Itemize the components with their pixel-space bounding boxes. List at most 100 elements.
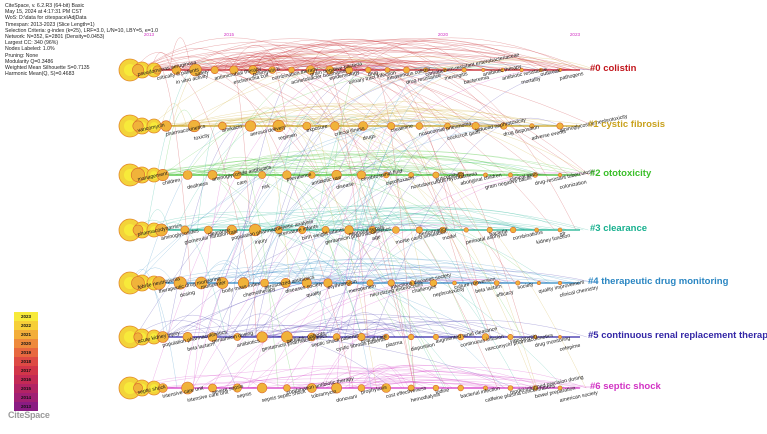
keyword-label: disease xyxy=(336,181,355,191)
cluster-label[interactable]: #0 colistin xyxy=(590,63,637,74)
keyword-node xyxy=(204,225,213,235)
citation-link xyxy=(334,312,396,338)
keyword-label: bacteria xyxy=(489,228,508,238)
keyword-node xyxy=(461,67,467,73)
citation-link xyxy=(223,280,488,389)
citation-link xyxy=(368,60,577,231)
keyword-node xyxy=(381,383,392,393)
citation-link xyxy=(324,364,506,389)
citation-link xyxy=(253,329,475,338)
citation-link xyxy=(231,123,505,338)
citation-link xyxy=(130,44,491,71)
keyword-label: vancomycin xyxy=(137,122,165,134)
citation-link xyxy=(284,278,504,389)
citation-link xyxy=(232,57,444,71)
citation-link xyxy=(161,153,540,176)
cluster-timelines xyxy=(128,69,580,389)
cluster-label[interactable]: #5 continuous renal replacement therapy xyxy=(588,330,767,341)
keyword-node xyxy=(357,332,366,341)
citation-link xyxy=(318,121,494,284)
keyword-node xyxy=(233,170,242,180)
keyword-node xyxy=(298,225,307,235)
keyword-node xyxy=(158,383,168,393)
citation-link xyxy=(282,368,387,389)
citation-link xyxy=(292,260,345,284)
citation-link xyxy=(303,40,517,71)
citation-link xyxy=(313,277,578,284)
citation-link xyxy=(301,214,535,231)
citation-link xyxy=(239,40,554,71)
cluster-label[interactable]: #6 septic shock xyxy=(590,381,661,392)
keyword-node xyxy=(557,280,562,285)
citation-link xyxy=(230,44,281,71)
citation-link xyxy=(274,65,590,176)
citation-link xyxy=(315,219,374,231)
keyword-node xyxy=(258,171,266,179)
citation-link xyxy=(213,104,492,127)
keyword-node xyxy=(519,67,524,73)
citation-link xyxy=(296,208,395,231)
keyword-label: septic shock xyxy=(137,384,167,396)
citation-link xyxy=(163,224,449,338)
citation-link xyxy=(186,115,304,176)
keyword-node xyxy=(532,172,538,178)
citation-link xyxy=(140,37,324,71)
citation-link xyxy=(316,60,509,127)
citation-link xyxy=(203,278,509,389)
citation-link xyxy=(357,318,417,338)
citation-link xyxy=(361,365,410,389)
citation-link xyxy=(226,65,316,338)
cluster-label[interactable]: #1 cystic fibrosis xyxy=(588,119,666,130)
keyword-node xyxy=(160,120,172,132)
citation-link xyxy=(244,154,363,176)
citation-link xyxy=(233,271,262,284)
citation-link xyxy=(242,381,541,389)
citation-link xyxy=(247,64,540,284)
citation-link xyxy=(187,158,422,176)
citation-link xyxy=(232,267,361,284)
citation-link xyxy=(237,39,387,71)
keyword-node xyxy=(432,384,440,392)
cluster-label[interactable]: #3 clearance xyxy=(590,223,648,234)
citation-link xyxy=(251,52,570,71)
keyword-node xyxy=(408,333,415,341)
keyword-label: cefepime xyxy=(559,343,581,353)
citation-link xyxy=(264,217,566,231)
citation-link xyxy=(228,53,287,71)
keyword-node xyxy=(181,381,194,395)
citation-link xyxy=(368,263,520,284)
citation-link xyxy=(162,66,497,176)
cluster-label[interactable]: #4 therapeutic drug monitoring xyxy=(588,276,729,287)
keyword-label: society xyxy=(517,282,534,291)
citation-link xyxy=(261,213,551,284)
citation-link xyxy=(237,155,319,176)
citation-link xyxy=(333,63,371,176)
keyword-node xyxy=(481,333,490,341)
keyword-node xyxy=(515,280,521,286)
citation-link xyxy=(228,172,539,284)
keyword-node xyxy=(344,66,353,75)
citation-link xyxy=(180,56,521,127)
keyword-node xyxy=(473,280,479,286)
keyword-label: gfr xyxy=(559,231,566,238)
citation-link xyxy=(274,115,316,231)
keyword-node xyxy=(432,171,440,179)
citation-link xyxy=(189,226,464,389)
keyword-node xyxy=(330,121,340,131)
cluster-label[interactable]: #2 ototoxicity xyxy=(590,168,652,179)
legend-year: 2014 xyxy=(14,393,38,402)
keyword-node xyxy=(182,170,193,180)
citation-link xyxy=(309,169,413,284)
keyword-node xyxy=(471,122,480,131)
citation-link xyxy=(316,316,509,338)
keyword-node xyxy=(226,224,238,236)
citation-link xyxy=(261,223,477,389)
keyword-node xyxy=(556,122,564,130)
keyword-node xyxy=(356,170,366,180)
keyword-label: meropenem xyxy=(348,283,376,295)
keyword-node xyxy=(444,122,451,130)
citation-link xyxy=(247,69,464,389)
keyword-nodes xyxy=(118,58,564,400)
keyword-label: toxicity xyxy=(193,133,210,142)
